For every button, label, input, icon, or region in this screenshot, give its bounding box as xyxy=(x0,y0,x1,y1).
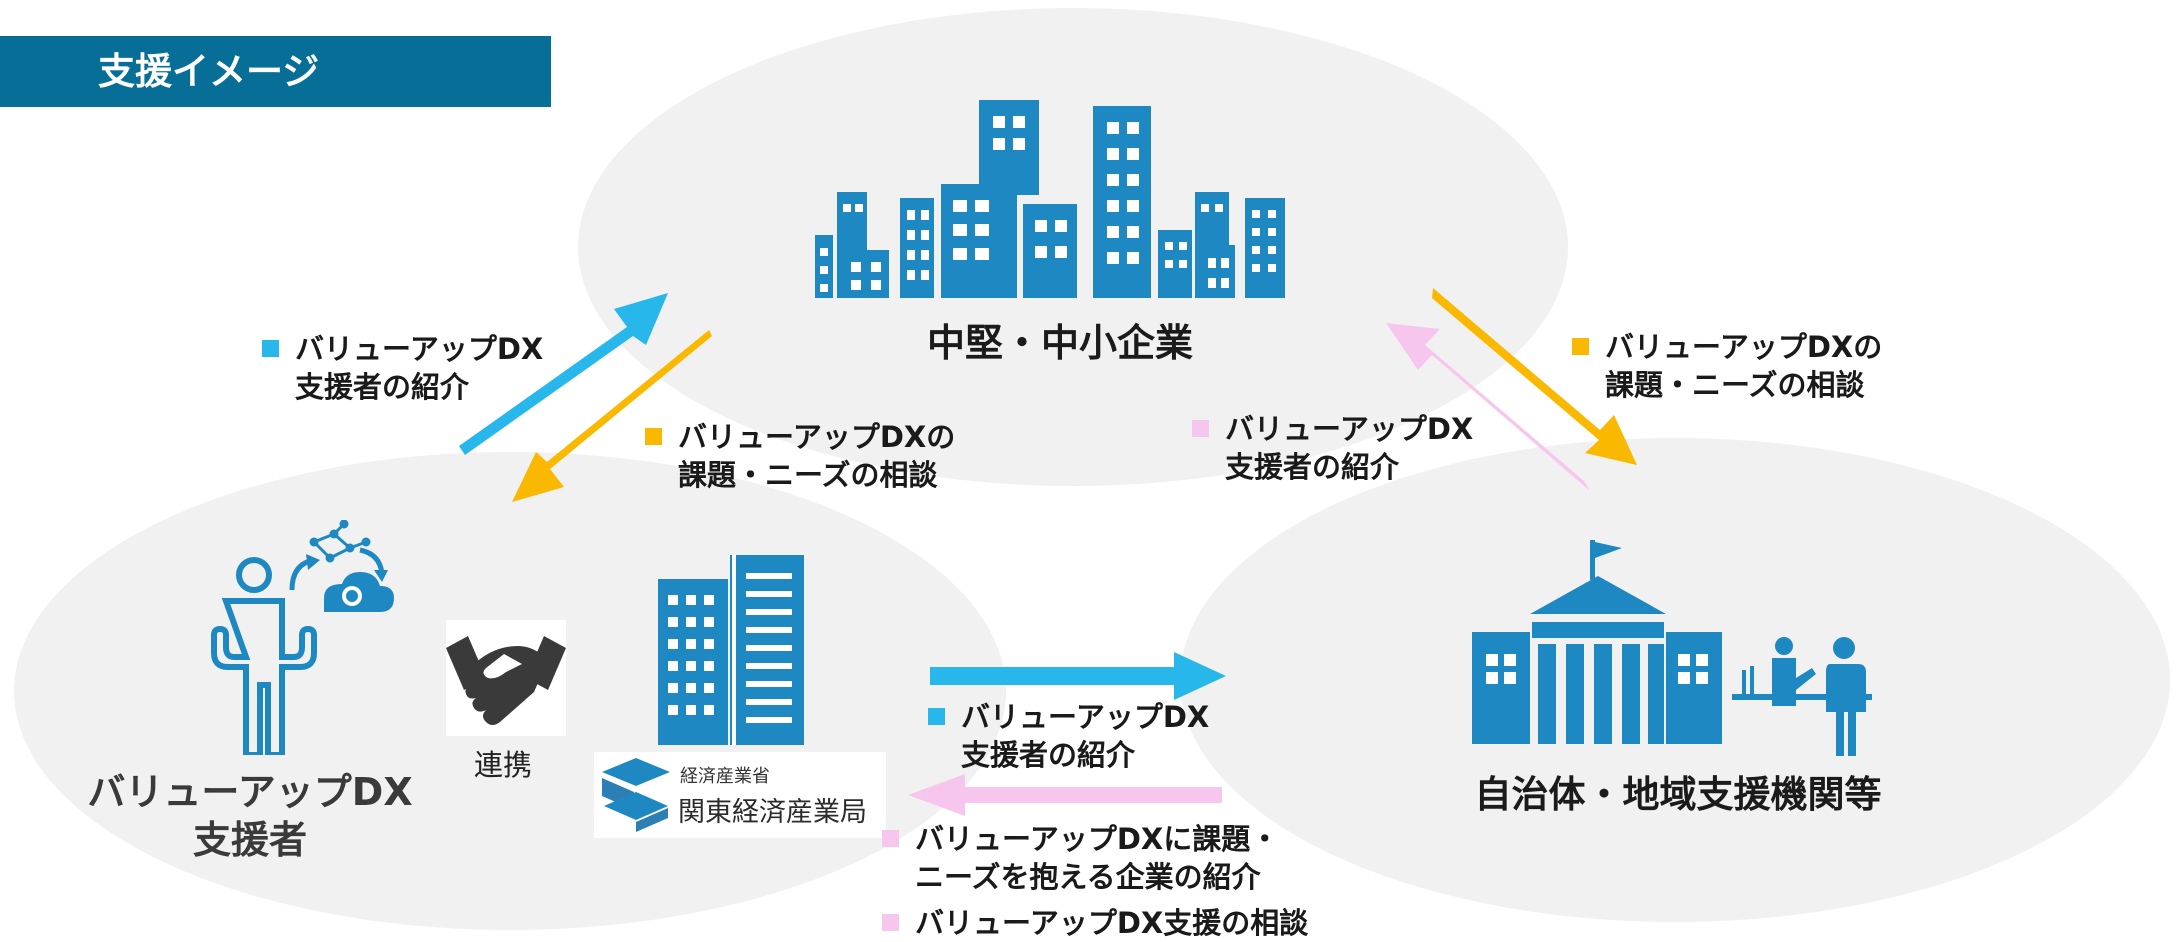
bullet-orange xyxy=(1572,338,1589,355)
flow-note-line: バリューアップDXの xyxy=(678,420,956,454)
city-buildings-icon xyxy=(815,100,1285,298)
flow-note-line: バリューアップDXの xyxy=(1605,330,1883,364)
flow-note-line: バリューアップDXに課題・ xyxy=(915,822,1280,856)
flow-note-line: バリューアップDX xyxy=(1225,412,1474,446)
office-building-icon xyxy=(658,555,804,745)
arrow-to-sme-pink xyxy=(1386,323,1590,491)
bullet-cyan xyxy=(928,708,945,725)
meti-name-small: 経済産業省 xyxy=(680,766,770,787)
supporter-label: バリューアップDX 支援者 xyxy=(70,768,430,864)
flow-note-line: バリューアップDX xyxy=(961,700,1210,734)
local-label: 自治体・地域支援機関等 xyxy=(1474,773,1882,816)
flow-note-upper-left-2: バリューアップDXの 課題・ニーズの相談 xyxy=(645,418,955,494)
flow-note-upper-left-1: バリューアップDX 支援者の紹介 xyxy=(262,330,543,406)
reception-people-icon xyxy=(1732,637,1872,756)
person-icon xyxy=(211,557,317,755)
page-title: 支援イメージ xyxy=(0,36,551,107)
flow-note-line: バリューアップDX xyxy=(295,332,544,366)
flow-note-line: バリューアップDX支援の相談 xyxy=(915,906,1309,940)
bullet-orange xyxy=(645,428,662,445)
bullet-pink xyxy=(882,830,899,847)
arrow-to-meti-pink xyxy=(908,774,1222,816)
flow-note-bottom-1: バリューアップDX 支援者の紹介 xyxy=(928,698,1209,774)
flow-note-line: 支援者の紹介 xyxy=(1225,450,1400,484)
flow-note-line: 支援者の紹介 xyxy=(961,738,1136,772)
arrow-to-sme-cyan xyxy=(459,293,668,455)
flow-note-bottom-3: バリューアップDX支援の相談 xyxy=(882,904,1308,942)
arrow-to-local-orange xyxy=(1432,288,1637,465)
supporter-label-line2: 支援者 xyxy=(192,818,307,862)
arrow-to-local-cyan xyxy=(930,652,1226,700)
meti-logo: 経済産業省 関東経済産業局 xyxy=(594,752,886,838)
flow-note-upper-right-1: バリューアップDXの 課題・ニーズの相談 xyxy=(1572,328,1882,404)
sme-label: 中堅・中小企業 xyxy=(926,321,1193,365)
partnership-label: 連携 xyxy=(474,748,533,782)
flow-note-line: ニーズを抱える企業の紹介 xyxy=(915,860,1261,894)
flow-note-bottom-2: バリューアップDXに課題・ ニーズを抱える企業の紹介 xyxy=(882,820,1279,896)
flow-note-upper-right-2: バリューアップDX 支援者の紹介 xyxy=(1192,410,1473,486)
supporter-label-line1: バリューアップDX xyxy=(87,770,413,814)
flow-note-line: 支援者の紹介 xyxy=(295,370,470,404)
handshake-icon xyxy=(446,636,566,725)
arrow-to-supporter-orange xyxy=(512,330,712,502)
bullet-pink xyxy=(1192,420,1209,437)
bullet-cyan xyxy=(262,340,279,357)
flow-note-line: 課題・ニーズの相談 xyxy=(678,458,938,492)
meti-name-large: 関東経済産業局 xyxy=(678,797,867,828)
government-building-icon xyxy=(1472,540,1722,744)
bullet-pink xyxy=(882,914,899,931)
flow-note-line: 課題・ニーズの相談 xyxy=(1605,368,1865,402)
meti-logo-icon xyxy=(602,758,670,832)
network-cloud-icon xyxy=(289,520,394,612)
